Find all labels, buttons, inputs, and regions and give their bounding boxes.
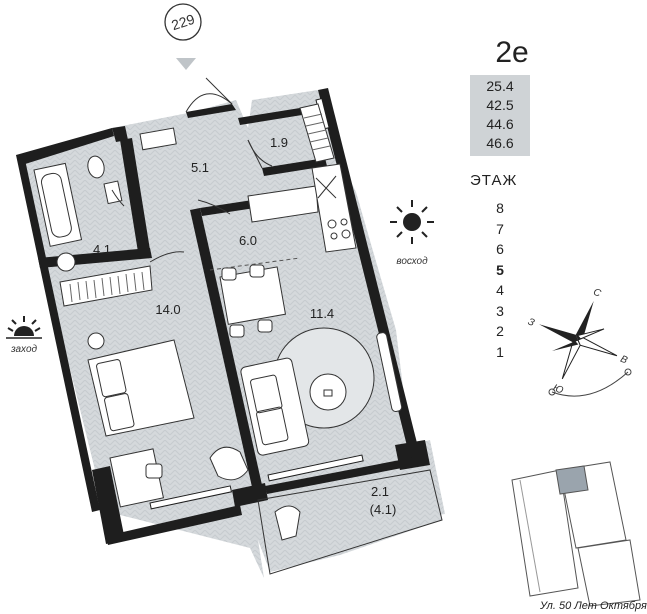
sun-path-arc [551,371,629,397]
stove-icon [327,219,337,229]
site-plan [511,461,641,607]
area-value: 25.4 [486,78,514,94]
site-plan-highlight [555,465,589,495]
chair-icon [257,319,273,333]
toilet-icon [87,155,105,179]
chair-icon [229,324,245,338]
floor-item[interactable]: 4 [496,282,504,298]
compass-west: З [526,316,536,328]
chair-icon [221,267,237,281]
storage-shelves-icon [299,103,335,163]
floor-item[interactable]: 8 [496,200,504,216]
floor-title: ЭТАЖ [470,172,518,189]
room-area-balcony: 2.1 [371,484,389,499]
street-label: Ул. 50 Лет Октября [540,600,647,612]
room-labels: 5.1 1.9 4.1 6.0 14.0 11.4 2.1 (4.1) [93,135,396,517]
sun-path-start-icon [548,388,556,396]
building-number-tag: 229 [164,3,202,70]
dining-table-icon [219,264,287,338]
floor-item-current[interactable]: 5 [496,261,504,278]
kitchen-counter-icon [247,163,357,253]
chair-icon [145,463,163,479]
entrance-arrow-icon [176,58,196,70]
floor-item[interactable]: 1 [496,343,504,360]
sun-path-end-icon [624,368,632,376]
sunrise-label: восход [396,256,428,267]
compass-icon: С В Ю З [526,287,630,397]
sunrise-marker: восход [390,200,434,267]
area-box: 25.4 42.5 44.6 46.6 [470,75,530,156]
entrance-door-icon [185,93,233,113]
balcony [257,469,443,575]
room-area-hall: 5.1 [191,160,209,175]
washbasin-icon [56,252,76,272]
bed-icon [87,339,195,437]
shoe-cabinet-icon [139,127,177,151]
sun-icon [390,200,434,244]
area-value: 42.5 [486,97,514,113]
windows [149,97,364,510]
tv-stand-icon [376,332,403,413]
sunset-marker: заход [6,316,42,355]
sun-set-icon [6,316,42,339]
room-area-bedroom: 14.0 [155,302,180,317]
bathroom-fixtures [33,155,123,272]
wardrobe-icon [59,265,153,307]
room-area-kitchen: 6.0 [239,233,257,248]
zone-divider [209,257,301,271]
room-area-storage: 1.9 [270,135,288,150]
bathtub-icon [33,162,83,247]
area-value: 44.6 [486,116,514,132]
balcony-chair-icon [274,505,301,541]
compass-east: В [619,354,630,367]
room-area-balcony-full: (4.1) [370,502,397,517]
bedroom-furniture [87,127,249,508]
area-value: 46.6 [486,135,514,151]
floor-selector: 8 7 6 5 4 3 2 1 [490,198,510,362]
armchair-icon [209,446,249,481]
coffee-table-icon [309,373,347,411]
floor-item[interactable]: 2 [496,323,504,339]
building-number: 229 [169,11,196,34]
room-area-bathroom: 4.1 [93,242,111,257]
floor-item[interactable]: 6 [496,241,504,257]
sunset-label: заход [10,344,38,355]
lamp-icon [87,332,105,350]
chair-icon [249,264,265,278]
apartment-code: 2e [495,36,529,69]
compass-north: С [592,287,604,300]
room-area-living: 11.4 [310,306,334,321]
doors [111,77,273,263]
floor-item[interactable]: 7 [496,220,504,237]
floor-item[interactable]: 3 [496,302,504,319]
sofa-icon [240,357,310,456]
living-furniture [240,327,403,456]
